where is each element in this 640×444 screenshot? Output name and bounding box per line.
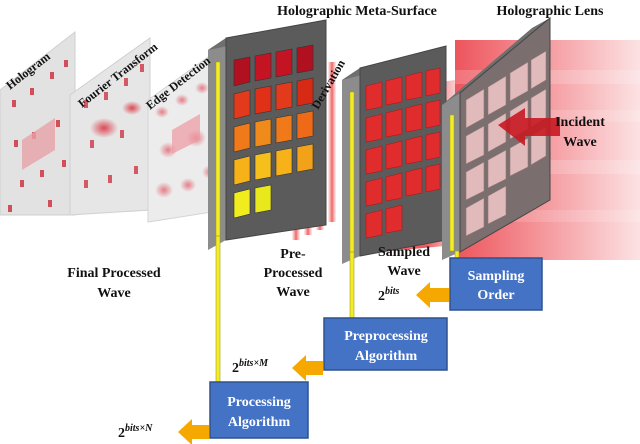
preprocessing-label-2: Algorithm (355, 349, 418, 364)
holographic-lens-title: Holographic Lens (497, 4, 605, 19)
incident-arrow-icon (498, 108, 560, 146)
incident-label-2: Wave (563, 135, 596, 150)
processing-algorithm-box (209, 381, 309, 439)
sampling-bits-output: 2bits (378, 286, 400, 304)
meta-surface-title: Holographic Meta-Surface (277, 4, 437, 19)
processing-bits-output: 2bits×N (118, 423, 153, 441)
sampling-order-box (449, 257, 543, 311)
incident-label-1: Incident (555, 115, 605, 130)
fourier-transform-panel (69, 37, 151, 216)
processing-output-arrow-icon (178, 419, 209, 444)
pre-processed-label-3: Wave (276, 285, 309, 300)
sampling-order-label-2: Order (477, 288, 514, 303)
preprocessing-bits-output: 2bits×M (232, 358, 269, 376)
preprocessing-output-arrow-icon (292, 355, 323, 381)
meta-surface-preprocessing (342, 45, 447, 264)
holographic-lens (442, 16, 551, 260)
processing-label-1: Processing (227, 395, 291, 410)
sampled-wave-label-1: Sampled (378, 245, 430, 260)
meta-surface-processing (208, 19, 327, 250)
pre-processed-label-1: Pre- (280, 247, 306, 262)
edge-detection-panel (147, 44, 226, 223)
processing-label-2: Algorithm (228, 415, 291, 430)
sampled-wave-label-2: Wave (387, 264, 420, 279)
sampling-output-arrow-icon (416, 282, 449, 308)
final-processed-label-2: Wave (97, 286, 130, 301)
pre-processed-label-2: Processed (264, 266, 323, 281)
preprocessing-algorithm-box (323, 317, 448, 371)
sampling-order-label-1: Sampling (468, 269, 525, 284)
hologram-panel (0, 30, 76, 216)
preprocessing-label-1: Preprocessing (344, 329, 427, 344)
final-processed-label-1: Final Processed (67, 266, 161, 281)
